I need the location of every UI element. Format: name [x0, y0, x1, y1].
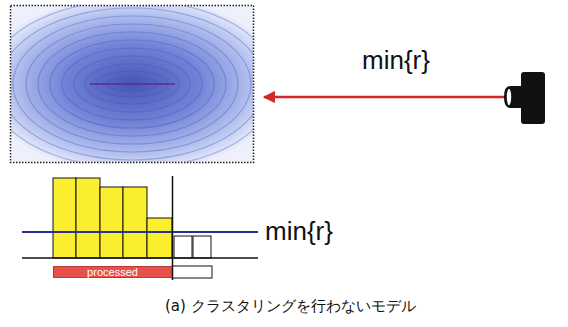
- min-label: min{r}: [362, 45, 430, 75]
- bar-chart: [53, 178, 212, 278]
- camera-icon: [504, 72, 545, 124]
- dotted-frame: [11, 6, 254, 163]
- ray-arrow: [264, 96, 517, 99]
- bar-label: processed: [84, 267, 141, 278]
- divider-line: [172, 176, 174, 280]
- min-label: min{r}: [265, 216, 333, 246]
- threshold-line: [22, 231, 258, 233]
- processed-bar: processed: [53, 266, 172, 278]
- baseline: [22, 257, 258, 259]
- figure-caption: (a) クラスタリングを行わないモデル: [165, 297, 416, 316]
- ellipse-field: [11, 6, 253, 162]
